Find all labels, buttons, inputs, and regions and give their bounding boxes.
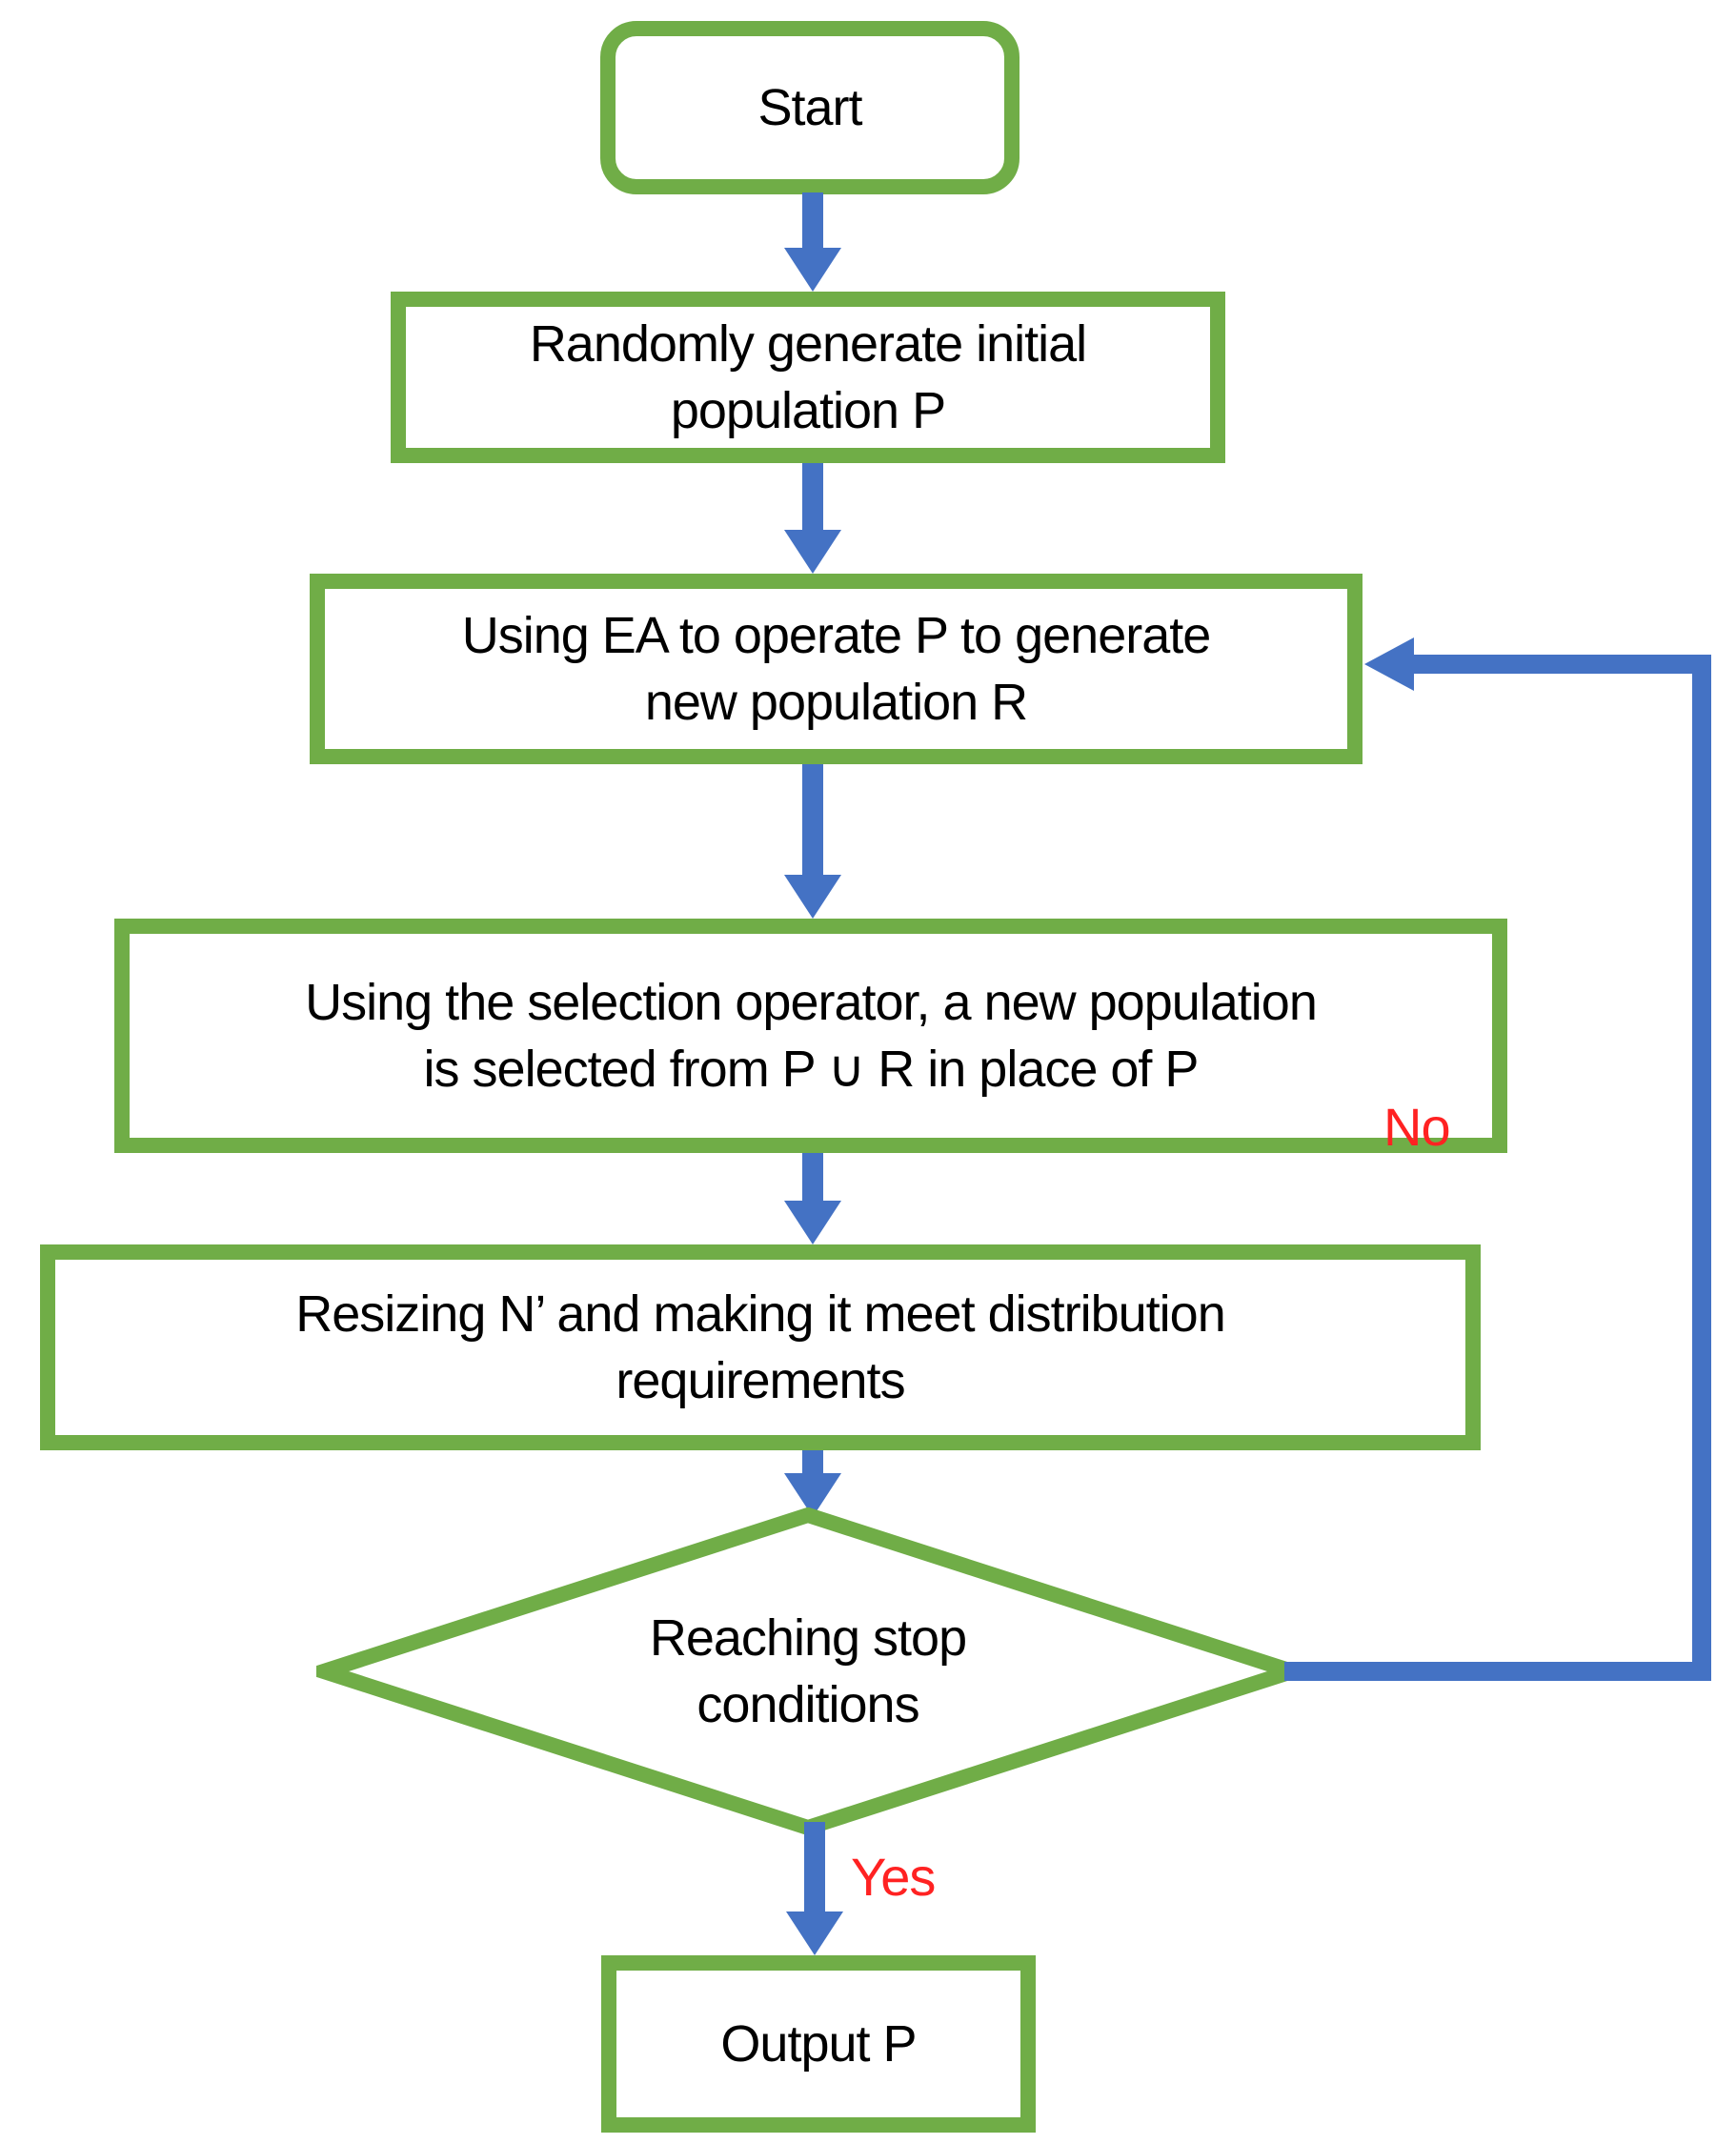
- no-label: No: [1383, 1097, 1451, 1157]
- selection-operator-node: Using the selection operator, a new popu…: [114, 919, 1507, 1153]
- yes-label: Yes: [851, 1847, 936, 1907]
- resize-node: Resizing N’ and making it meet distribut…: [40, 1244, 1481, 1450]
- arrow-left-head-icon: [1364, 637, 1414, 691]
- arrow-shaft: [802, 1450, 823, 1477]
- arrow-down-head-icon: [786, 1911, 843, 1955]
- decision-node: Reaching stop conditions: [649, 1608, 967, 1733]
- arrow-down-head-icon: [784, 248, 841, 292]
- no-loop-vertical-segment: [1692, 655, 1711, 1681]
- arrow-down-head-icon: [784, 530, 841, 574]
- start-node: Start: [600, 21, 1019, 194]
- arrow-shaft: [802, 463, 823, 534]
- arrow-shaft: [804, 1822, 825, 1915]
- ea-operate-node: Using EA to operate P to generate new po…: [310, 574, 1363, 764]
- generate-population-node: Randomly generate initial population P: [391, 292, 1225, 463]
- no-loop-bottom-segment: [1284, 1662, 1711, 1681]
- output-node: Output P: [601, 1955, 1036, 2133]
- arrow-shaft: [802, 1153, 823, 1204]
- arrow-shaft: [802, 764, 823, 879]
- arrow-down-head-icon: [784, 875, 841, 919]
- arrow-shaft: [802, 192, 823, 252]
- no-loop-top-segment: [1414, 655, 1692, 674]
- arrow-down-head-icon: [784, 1201, 841, 1244]
